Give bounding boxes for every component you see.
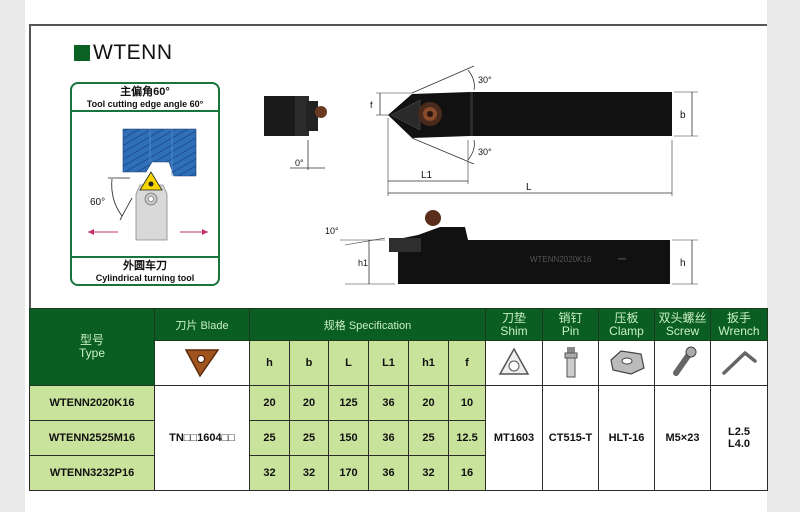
spec-col-h1: h1 — [408, 340, 449, 386]
feed-right-arrow-icon — [202, 229, 208, 235]
spec-col-h: h — [249, 340, 290, 386]
cell-h1: 32 — [408, 455, 449, 491]
cell-L: 150 — [328, 420, 369, 456]
dim-f-label: f — [370, 100, 373, 110]
blade-cell: TN□□1604□□ — [154, 385, 250, 491]
dim-L1-label: L1 — [421, 170, 433, 181]
screw-cell: M5×23 — [654, 385, 711, 491]
cell-h: 20 — [249, 385, 290, 421]
spec-col-L: L — [328, 340, 369, 386]
cell-f: 16 — [448, 455, 486, 491]
card-footer-en: Cylindrical turning tool — [95, 273, 195, 283]
cell-f: 12.5 — [448, 420, 486, 456]
cell-h1: 25 — [408, 420, 449, 456]
side-clamp-icon — [425, 210, 441, 226]
cell-b: 20 — [289, 385, 329, 421]
card-header-en: Tool cutting edge angle 60° — [86, 99, 204, 109]
body-marking: WTENN2020K16 — [530, 255, 592, 264]
pin-image-cell — [542, 340, 599, 386]
screw-image-cell — [654, 340, 711, 386]
wrench-size-1: L2.5 — [727, 426, 750, 438]
spec-col-b: b — [289, 340, 329, 386]
dim-h-label: h — [680, 258, 686, 269]
dim-L-label: L — [526, 182, 532, 193]
clamp-cell: HLT-16 — [598, 385, 655, 491]
clamp-image-cell — [598, 340, 655, 386]
card-header: 主偏角60° Tool cutting edge angle 60° — [72, 84, 218, 112]
wrench-image-cell — [710, 340, 768, 386]
cell-L1: 36 — [368, 455, 409, 491]
insert-icon — [139, 171, 163, 191]
cell-h: 25 — [249, 420, 290, 456]
side-angle-label: 10° — [325, 226, 339, 236]
card-footer: 外圆车刀 Cylindrical turning tool — [72, 256, 218, 284]
pin-icon — [564, 346, 577, 377]
dim-h1-label: h1 — [358, 258, 368, 268]
shim-cell: MT1603 — [485, 385, 543, 491]
spec-header: 规格 Specification — [249, 308, 486, 341]
screw-icon — [672, 346, 696, 376]
triangle-insert-icon — [184, 348, 220, 377]
angle-60-label: 60° — [90, 197, 105, 208]
type-cell: WTENN3232P16 — [29, 455, 155, 491]
spec-col-L1: L1 — [368, 340, 409, 386]
cell-L: 170 — [328, 455, 369, 491]
card-footer-cn: 外圆车刀 — [123, 260, 167, 272]
end-view: 0° — [264, 96, 327, 170]
workpiece-diagram: 60° — [88, 128, 208, 241]
type-header: 型号 Type — [29, 308, 155, 386]
cell-L1: 36 — [368, 420, 409, 456]
top-angle-label: 30° — [478, 75, 492, 85]
cell-h: 32 — [249, 455, 290, 491]
bottom-angle-label: 30° — [478, 147, 492, 157]
tool-body-icon — [135, 184, 168, 241]
spec-col-f: f — [448, 340, 486, 386]
side-view: WTENN2020K16 10° h1 h — [325, 210, 698, 285]
cutting-angle-card: 主偏角60° Tool cutting edge angle 60° 60° — [70, 82, 220, 286]
cell-h1: 20 — [408, 385, 449, 421]
end-angle-label: 0° — [295, 158, 304, 168]
feed-left-arrow-icon — [88, 229, 94, 235]
cell-f: 10 — [448, 385, 486, 421]
wrench-cell: L2.5 L4.0 — [710, 385, 768, 491]
wrench-size-2: L4.0 — [727, 438, 750, 450]
cell-L: 125 — [328, 385, 369, 421]
title-square-icon — [74, 45, 90, 61]
card-header-cn: 主偏角60° — [120, 86, 170, 98]
clamp-screw-icon — [315, 106, 327, 118]
shim-icon — [498, 346, 530, 375]
type-cell: WTENN2020K16 — [29, 385, 155, 421]
frame-left-line — [29, 24, 31, 314]
cell-b: 32 — [289, 455, 329, 491]
pin-cell: CT515-T — [542, 385, 599, 491]
frame-top-line — [29, 24, 767, 26]
dim-b-label: b — [680, 110, 686, 121]
type-cell: WTENN2525M16 — [29, 420, 155, 456]
clamp-icon — [609, 349, 645, 375]
hex-wrench-icon — [722, 350, 757, 375]
icon-row: h b L L1 h1 f — [30, 340, 768, 386]
side-insert-icon — [389, 238, 421, 252]
table-row: WTENN2525M16 25 25 150 36 25 12.5 — [29, 420, 768, 456]
table-row: WTENN2020K16 TN□□1604□□ 20 20 125 36 20 … — [29, 385, 768, 491]
title-text: WTENN — [93, 41, 173, 64]
top-view: 30° 30° f b L1 L — [370, 65, 698, 196]
blade-header: 刀片 Blade — [154, 308, 250, 341]
cell-b: 25 — [289, 420, 329, 456]
technical-drawing: 0° 30° 30° f b L1 L — [264, 65, 698, 285]
blade-image-cell — [154, 340, 250, 386]
cell-L1: 36 — [368, 385, 409, 421]
workpiece-icon — [122, 128, 197, 177]
shim-image-cell — [485, 340, 543, 386]
table-row: WTENN3232P16 32 32 170 36 32 16 — [29, 455, 768, 491]
product-title: WTENN — [74, 41, 173, 65]
